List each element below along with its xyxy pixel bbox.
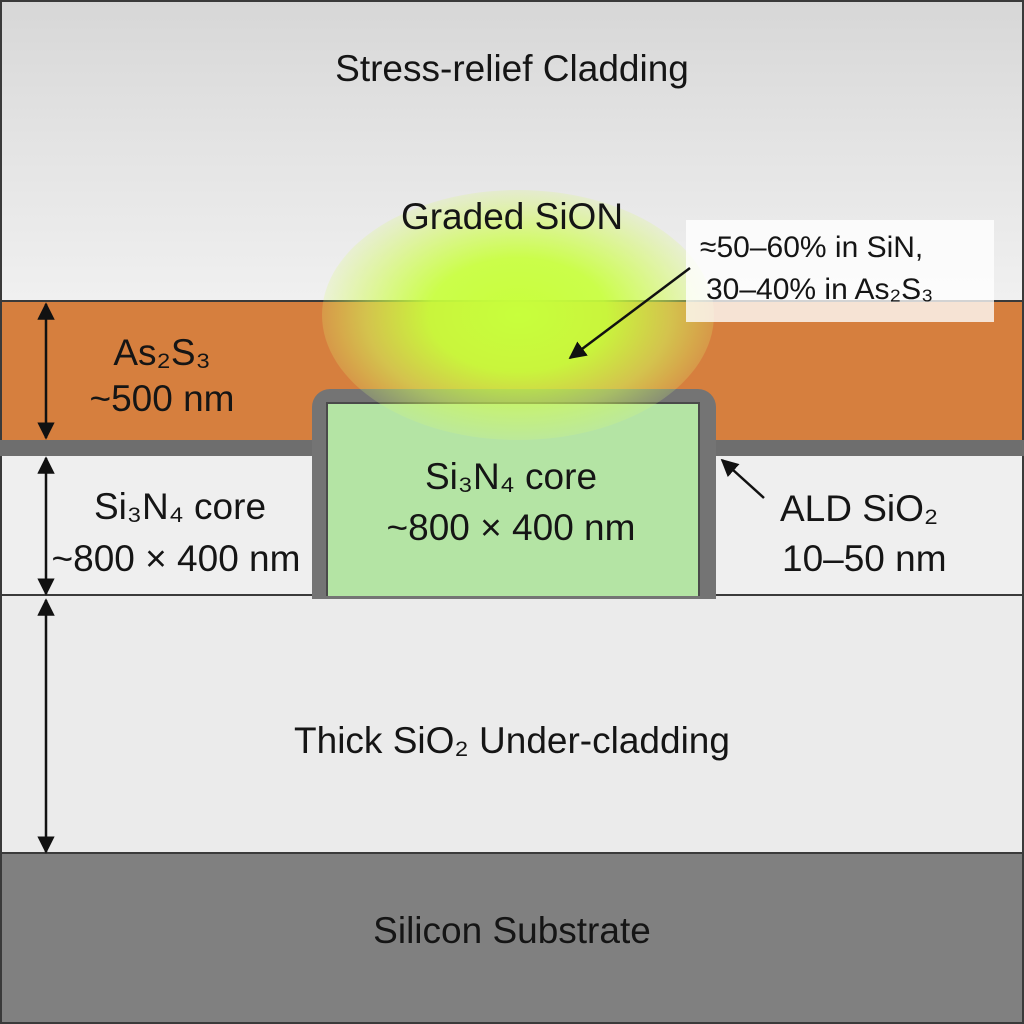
silicon-substrate-layer (0, 854, 1024, 1024)
ald-thickness-label: 10–50 nm (782, 538, 947, 579)
top-cladding-label: Stress-relief Cladding (335, 48, 689, 89)
core-center-size-label: ~800 × 400 nm (386, 507, 636, 548)
under-cladding-label: Thick SiO₂ Under-cladding (294, 720, 730, 761)
callout-box (686, 220, 994, 322)
substrate-label: Silicon Substrate (373, 910, 651, 951)
core-center-name-label: Si₃N₄ core (424, 456, 598, 497)
ald-name-label: ALD SiO₂ (780, 488, 939, 529)
callout-line-1: ≈50–60% in SiN, (700, 231, 924, 264)
callout-line-2: 30–40% in As₂S₃ (706, 273, 934, 306)
core-left-name-label: Si₃N₄ core (93, 486, 267, 527)
graded-sion-label: Graded SiON (400, 196, 624, 237)
as2s3-thickness-label: ~500 nm (89, 378, 235, 419)
as2s3-name-label: As₂S₃ (113, 332, 211, 373)
under-cladding-layer (0, 596, 1024, 854)
core-left-size-label: ~800 × 400 nm (51, 538, 301, 579)
